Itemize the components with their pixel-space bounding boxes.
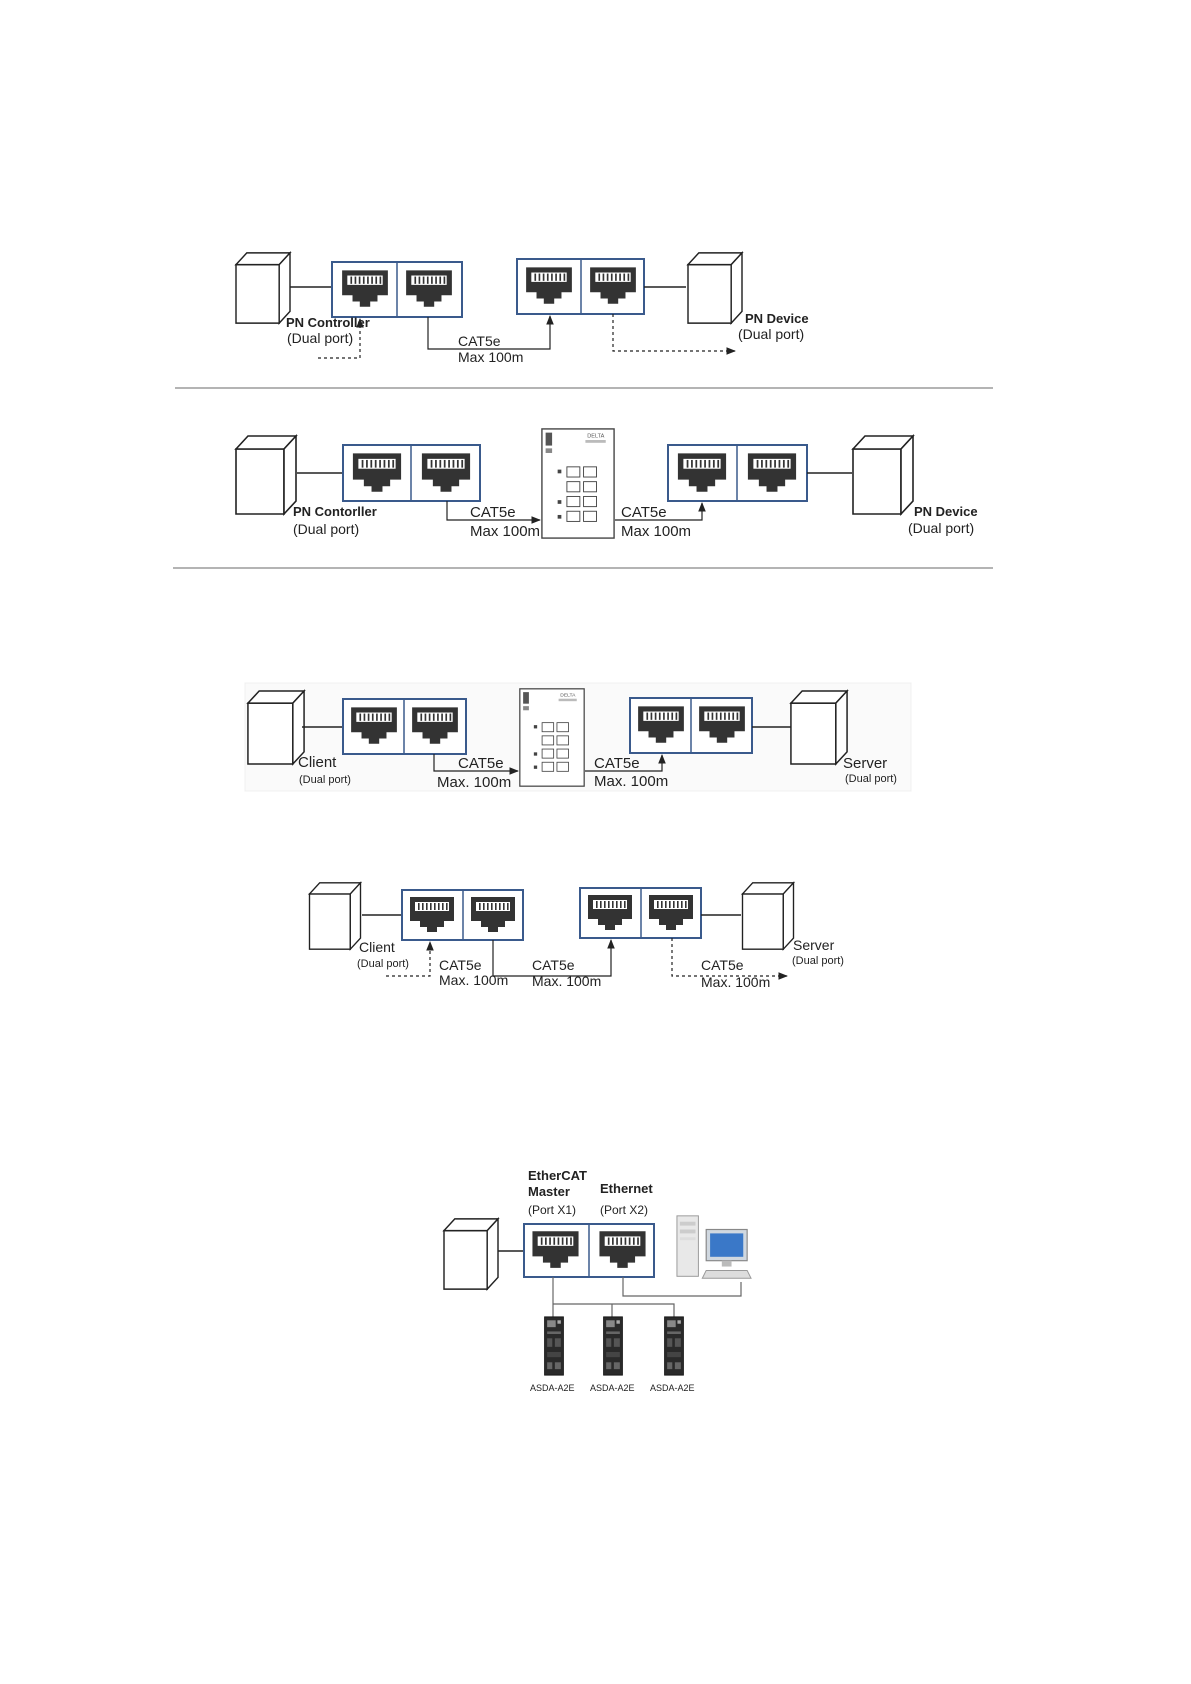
pn-controller-label: PN Contorller [293,504,377,519]
distance-label-right: Max. 100m [594,773,668,790]
pn-controller-box-icon [235,252,291,324]
network-switch-icon [519,688,585,787]
cable-label: CAT5e [458,333,501,349]
diagram-client-server-chain: Client (Dual port) Server (Dual port) CA… [308,882,844,990]
client-label: Client [359,939,395,955]
pn-device-sub-label: (Dual port) [738,326,804,342]
client-label: Client [298,754,337,771]
server-label: Server [793,937,835,953]
cable-label-right: CAT5e [594,755,640,772]
server-port-module [579,887,702,939]
pn-device-box-icon [687,252,743,324]
cable-label-2: CAT5e [532,957,575,973]
ethernet-label: Ethernet [600,1181,653,1196]
port-x2-label: (Port X2) [600,1203,648,1217]
pn-device-port-module [667,444,808,502]
server-box-icon [741,882,795,950]
client-port-module [342,698,467,755]
master-label: Master [528,1184,570,1199]
distance-label-1: Max. 100m [439,972,508,988]
cable-label-left: CAT5e [470,504,516,521]
cable-label-1: CAT5e [439,957,482,973]
client-box-icon [247,690,305,765]
server-sub-label: (Dual port) [792,955,844,967]
pc-workstation-icon [676,1215,752,1279]
pn-device-box-icon [852,435,914,515]
pn-device-sub-label: (Dual port) [908,520,974,536]
distance-label-left: Max 100m [470,523,540,540]
distance-label-right: Max 100m [621,523,691,540]
ethercat-label: EtherCAT [528,1168,587,1183]
diagram-pn-direct: PN Controller (Dual port) PN Device (Dua… [235,252,809,365]
port-x1-label: (Port X1) [528,1203,576,1217]
drive-label: ASDA-A2E [650,1383,695,1393]
pn-controller-sub-label: (Dual port) [287,330,353,346]
distance-label-2: Max. 100m [532,973,601,989]
client-box-icon [308,882,362,950]
server-box-icon [790,690,848,765]
drive-label: ASDA-A2E [590,1383,635,1393]
diagram-client-server-via-switch: Client (Dual port) Server (Dual port) CA… [244,682,912,792]
pn-controller-sub-label: (Dual port) [293,521,359,537]
client-port-module [401,889,524,941]
distance-label: Max 100m [458,349,523,365]
controller-box-icon [443,1218,499,1290]
server-sub-label: (Dual port) [845,773,897,785]
client-sub-label: (Dual port) [299,774,351,786]
servo-drive-icon [664,1316,684,1376]
pn-device-port-module [516,258,645,315]
server-port-module [629,697,753,754]
cable-label-right: CAT5e [621,504,667,521]
distance-label-3: Max. 100m [701,974,770,990]
pn-device-label: PN Device [745,311,809,326]
pn-device-label: PN Device [914,504,978,519]
pn-controller-label: PN Controller [286,315,370,330]
pn-controller-port-module [342,444,481,502]
diagram-ethercat-ethernet: EtherCAT Master (Port X1) Ethernet (Port… [443,1168,752,1393]
server-label: Server [843,755,887,772]
servo-drive-icon [544,1316,564,1376]
pn-controller-port-module [331,261,463,318]
cable-label-3: CAT5e [701,957,744,973]
diagram-pn-via-switch: PN Contorller (Dual port) PN Device (Dua… [235,428,978,540]
pn-controller-box-icon [235,435,297,515]
cable-label-left: CAT5e [458,755,504,772]
client-sub-label: (Dual port) [357,958,409,970]
distance-label-left: Max. 100m [437,774,511,791]
servo-drive-icon [603,1316,623,1376]
ethercat-ethernet-port-module [523,1223,655,1278]
drive-label: ASDA-A2E [530,1383,575,1393]
network-switch-icon [541,428,615,539]
